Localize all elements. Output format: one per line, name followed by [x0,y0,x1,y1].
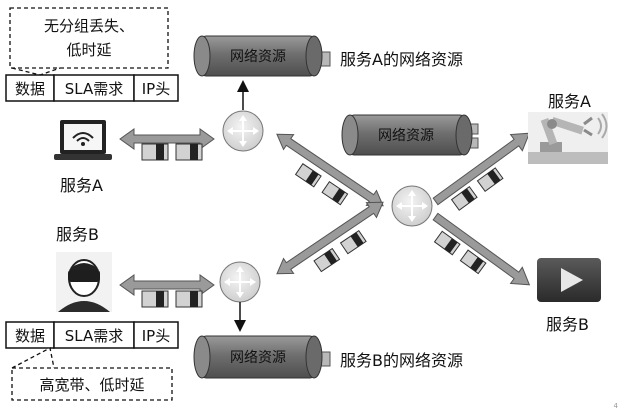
packet-b-field-ip-header: IP头 [142,327,170,345]
arrow-router-a-to-resource [237,80,249,110]
link-router-b-core [276,201,384,275]
robot-arm-icon [528,112,608,164]
requirement-a-line2: 低时延 [66,41,111,59]
service-b-packet: 数据 SLA需求 IP头 [5,321,179,349]
requirement-a-line1: 无分组丢失、 [44,17,134,35]
vr-headset-user-icon [56,252,112,312]
service-b-left-label: 服务B [56,225,99,244]
packet-field-ip-header: IP头 [142,80,170,98]
link-terminal-b-router-b [119,274,215,308]
service-a-requirement-callout: 无分组丢失、 低时延 [9,7,169,69]
cylinder-b-label: 网络资源 [230,350,286,366]
service-b-requirement-callout: 高宽带、低时延 [11,347,173,401]
packet-b-field-sla: SLA需求 [65,327,123,345]
link-core-endpoint-a [432,132,531,211]
arrow-router-b-to-resource [234,302,246,332]
packet-b-field-data: 数据 [15,327,45,345]
router-core [391,185,433,227]
requirement-b: 高宽带、低时延 [39,376,144,394]
cylinder-a-label: 网络资源 [230,49,286,65]
service-a-packet: 数据 SLA需求 IP头 [5,74,179,102]
network-resource-cylinder-core: 网络资源 [341,114,479,156]
network-resource-cylinder-b: 网络资源 [193,335,331,379]
callout-a-pointer [11,67,61,76]
cylinder-core-label: 网络资源 [378,128,434,144]
video-play-icon [537,258,601,302]
link-router-a-core [276,133,384,207]
network-resource-cylinder-a: 网络资源 [193,35,331,77]
service-b-right-label: 服务B [546,315,589,334]
service-a-left-label: 服务A [60,176,103,195]
router-b [219,261,261,303]
router-a [222,110,264,152]
service-a-right-label: 服务A [548,92,591,111]
resource-caption-a: 服务A的网络资源 [340,50,463,69]
link-core-endpoint-b [432,212,531,286]
packet-field-sla: SLA需求 [65,80,123,98]
resource-caption-b: 服务B的网络资源 [340,351,463,370]
link-terminal-a-router-a [119,128,215,161]
laptop-wifi-icon [54,120,112,160]
page-number: 4 [614,402,619,410]
packet-field-data: 数据 [15,80,45,98]
